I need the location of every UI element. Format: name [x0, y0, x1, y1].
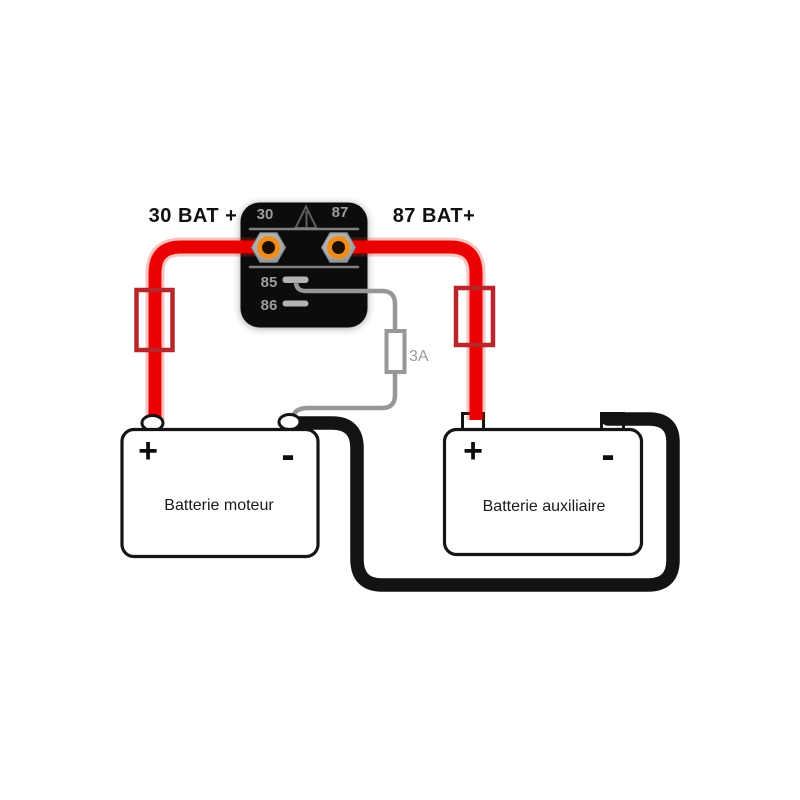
relay-pin-86-contact — [282, 300, 309, 307]
main-battery: + - Batterie moteur — [120, 427, 320, 559]
label-30-bat-plus: 30 BAT + — [149, 205, 238, 227]
aux-battery-name: Batterie auxiliaire — [483, 498, 606, 515]
relay-pin-86-label: 86 — [261, 297, 278, 314]
right-main-fuse — [453, 285, 496, 348]
main-battery-negative-terminal — [277, 413, 302, 431]
positive-wires — [134, 237, 496, 420]
relay-pin-30-label: 30 — [257, 206, 274, 223]
relay: 30 87 85 86 — [240, 202, 368, 328]
ground-link-wire — [290, 412, 680, 592]
aux-battery-body — [442, 427, 644, 557]
main-battery-name: Batterie moteur — [164, 497, 274, 514]
relay-stud-terminals — [250, 232, 357, 263]
aux-battery-minus-sign: - — [601, 433, 614, 477]
left-positive-wire — [148, 240, 271, 420]
aux-battery-plus-sign: + — [463, 432, 483, 470]
main-battery-minus-sign: - — [281, 433, 294, 477]
left-main-fuse — [134, 287, 175, 353]
relay-pin-87-label: 87 — [332, 204, 349, 221]
right-positive-wire — [336, 240, 483, 420]
relay-terminal-87-ring — [327, 236, 350, 259]
relay-pin-85-contact — [282, 276, 309, 283]
main-battery-body — [120, 427, 320, 559]
control-circuit: 3A — [290, 281, 429, 419]
aux-battery: + - Batterie auxiliaire — [442, 427, 644, 557]
control-fuse-rating-label: 3A — [409, 348, 429, 365]
label-87-bat-plus: 87 BAT+ — [393, 205, 476, 227]
main-battery-plus-sign: + — [138, 432, 158, 470]
control-fuse — [384, 329, 407, 374]
relay-pin-85-label: 85 — [261, 274, 278, 291]
relay-terminal-30-ring — [257, 236, 280, 259]
